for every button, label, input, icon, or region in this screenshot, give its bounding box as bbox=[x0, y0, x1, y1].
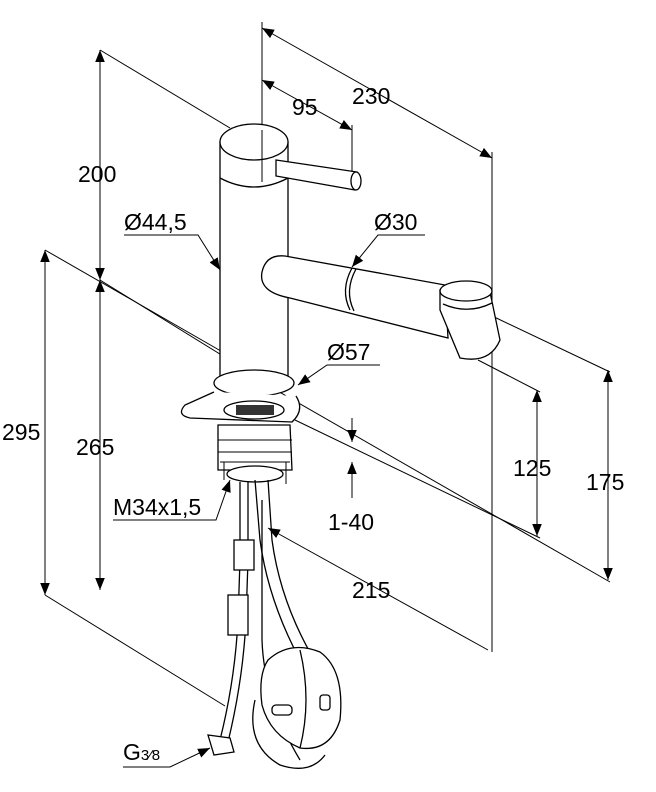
hose-weight bbox=[260, 646, 342, 750]
dim-label-230: 230 bbox=[352, 83, 390, 109]
callout-thread: M34x1,5 bbox=[113, 494, 201, 520]
callout-body-diameter: Ø44,5 bbox=[124, 209, 187, 235]
callout-leaders bbox=[113, 234, 425, 768]
dim-label-200: 200 bbox=[78, 161, 116, 187]
base-ring bbox=[213, 369, 295, 397]
dim-line-215 bbox=[267, 527, 489, 651]
extension-lines bbox=[44, 22, 611, 707]
dimension-lines bbox=[40, 27, 613, 651]
dim-label-95: 95 bbox=[292, 94, 318, 120]
dim-line-230 bbox=[261, 27, 493, 159]
callout-spout-diameter: Ø30 bbox=[374, 209, 417, 235]
spout bbox=[260, 255, 449, 339]
spray-head bbox=[439, 289, 501, 360]
dim-label-215: 215 bbox=[352, 577, 390, 603]
dim-label-1-40: 1-40 bbox=[328, 509, 374, 535]
connection-fraction: 3⁄8 bbox=[141, 747, 160, 764]
dim-line-95 bbox=[261, 79, 353, 131]
callout-connection: G3⁄8 bbox=[123, 739, 160, 765]
dim-label-125: 125 bbox=[513, 455, 551, 481]
faucet-body bbox=[180, 123, 501, 769]
pull-hose bbox=[254, 479, 301, 661]
dim-label-175: 175 bbox=[586, 469, 624, 495]
dim-label-265: 265 bbox=[76, 434, 114, 460]
connection-main: G bbox=[123, 739, 141, 765]
dim-label-295: 295 bbox=[2, 419, 40, 445]
hex-connector bbox=[207, 734, 235, 756]
callout-base-diameter: Ø57 bbox=[327, 339, 370, 365]
